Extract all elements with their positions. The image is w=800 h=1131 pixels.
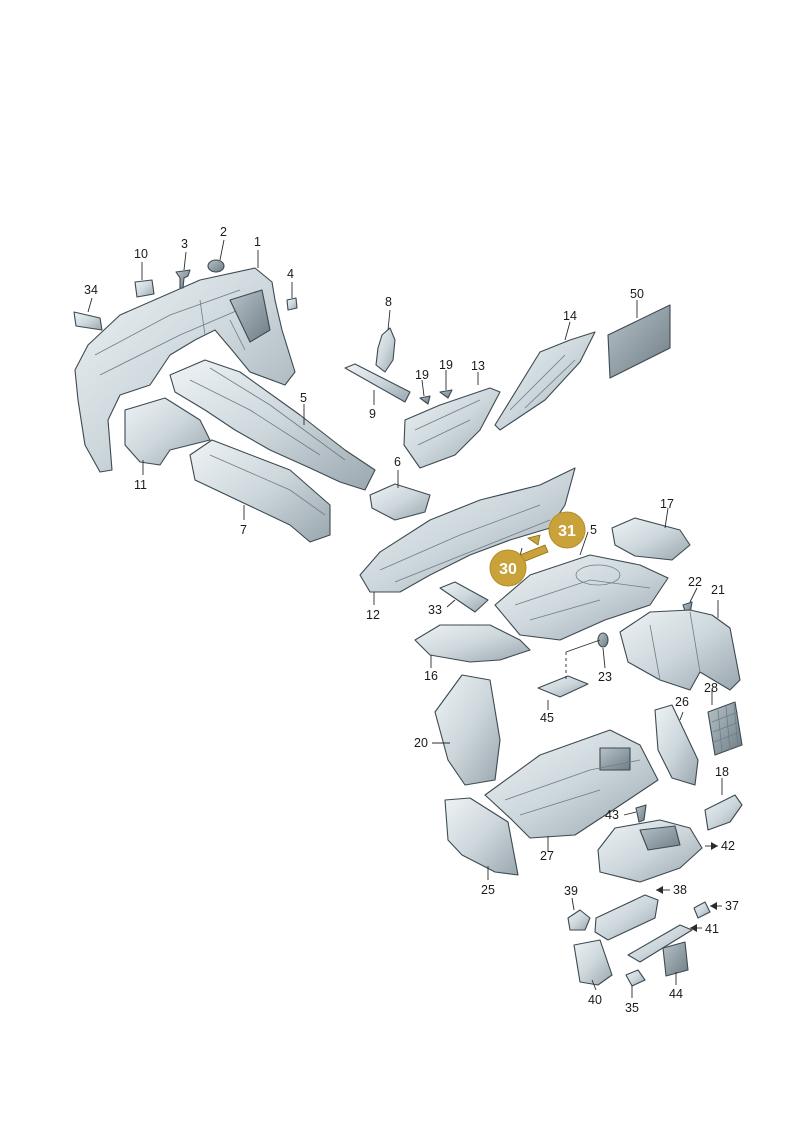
part-34-clip (73, 311, 103, 331)
highlight-31-label: 31 (558, 523, 576, 540)
callout-33: 33 (428, 603, 442, 617)
part-17-pad (611, 517, 691, 561)
part-4-plug (286, 297, 298, 311)
callout-8: 8 (385, 295, 392, 309)
part-16-insulation (414, 624, 531, 663)
callout-38: 38 (673, 883, 687, 897)
callout-26: 26 (675, 695, 689, 709)
callout-5a: 5 (300, 391, 307, 405)
callout-2: 2 (220, 225, 227, 239)
callout-7: 7 (240, 523, 247, 537)
callout-27: 27 (540, 849, 554, 863)
callout-16: 16 (424, 669, 438, 683)
callout-20: 20 (414, 736, 428, 750)
part-35-pad (625, 969, 646, 987)
part-26-panel (654, 704, 699, 786)
callout-5b: 5 (590, 523, 597, 537)
callout-37: 37 (725, 899, 739, 913)
part-3-clip (175, 269, 191, 289)
part-18-pad (704, 794, 743, 831)
callout-14: 14 (563, 309, 577, 323)
part-30-31-clip (519, 534, 549, 563)
callout-35: 35 (625, 1001, 639, 1015)
callout-10: 10 (134, 247, 148, 261)
callout-50: 50 (630, 287, 644, 301)
part-37-clip (693, 901, 711, 919)
arrowheads (656, 842, 718, 932)
part-23-grommet (597, 632, 609, 648)
part-50-mat (607, 304, 671, 379)
part-11-side-insulation (124, 397, 211, 466)
callout-6: 6 (394, 455, 401, 469)
part-6-pad (369, 483, 431, 521)
part-5-tunnel-insulation (169, 359, 376, 491)
callout-9: 9 (369, 407, 376, 421)
callout-4: 4 (287, 267, 294, 281)
highlight-callout-31: 31 (548, 511, 586, 549)
callout-42: 42 (721, 839, 735, 853)
callout-40: 40 (588, 993, 602, 1007)
part-20-side-panel (434, 674, 501, 786)
part-28-grid-pad (707, 701, 743, 756)
part-21-wheelhouse (619, 609, 741, 691)
callout-44: 44 (669, 987, 683, 1001)
part-44-pad (662, 941, 689, 977)
callout-25: 25 (481, 883, 495, 897)
callout-12: 12 (366, 608, 380, 622)
part-14-panel (494, 331, 596, 431)
part-8-bracket (375, 327, 396, 373)
callout-23: 23 (598, 670, 612, 684)
callout-39: 39 (564, 884, 578, 898)
part-15-floor-insulation (494, 554, 669, 641)
part-38-trim (594, 894, 659, 941)
callout-19b: 19 (439, 358, 453, 372)
callout-18: 18 (715, 765, 729, 779)
part-25-side-panel (444, 797, 519, 876)
callout-labels: 1 2 3 4 10 34 5 11 7 6 8 9 19 19 13 14 5… (84, 225, 739, 1015)
callout-28: 28 (704, 681, 718, 695)
part-19-clips (419, 389, 453, 405)
part-33-block (439, 581, 489, 613)
callout-11: 11 (134, 478, 147, 492)
callout-3: 3 (181, 237, 188, 251)
part-41-strip (627, 924, 693, 963)
callout-21: 21 (711, 583, 725, 597)
part-1-bulkhead-insulation (74, 267, 296, 473)
leader-lines (87, 239, 723, 998)
callout-41: 41 (705, 922, 719, 936)
part-40-pad (573, 939, 613, 986)
callout-19a: 19 (415, 368, 429, 382)
part-10-pad (134, 279, 155, 298)
part-7-tunnel-block (189, 439, 331, 543)
callout-43: 43 (605, 808, 619, 822)
callout-13: 13 (471, 359, 485, 373)
callout-17: 17 (660, 497, 674, 511)
part-2-grommet (207, 259, 225, 273)
part-13-panel (403, 387, 501, 469)
callout-45: 45 (540, 711, 554, 725)
part-9-strip (344, 363, 411, 403)
highlight-30-label: 30 (499, 561, 517, 578)
callout-22: 22 (688, 575, 702, 589)
callout-1: 1 (254, 235, 261, 249)
callout-34: 34 (84, 283, 98, 297)
part-39-clip (567, 909, 591, 931)
part-43-clip (635, 804, 647, 823)
part-45-pad (537, 675, 589, 698)
part-42-trunk-tray (597, 819, 703, 883)
highlight-callout-30: 30 (489, 549, 527, 587)
part-27-trunk-floor (484, 729, 659, 839)
